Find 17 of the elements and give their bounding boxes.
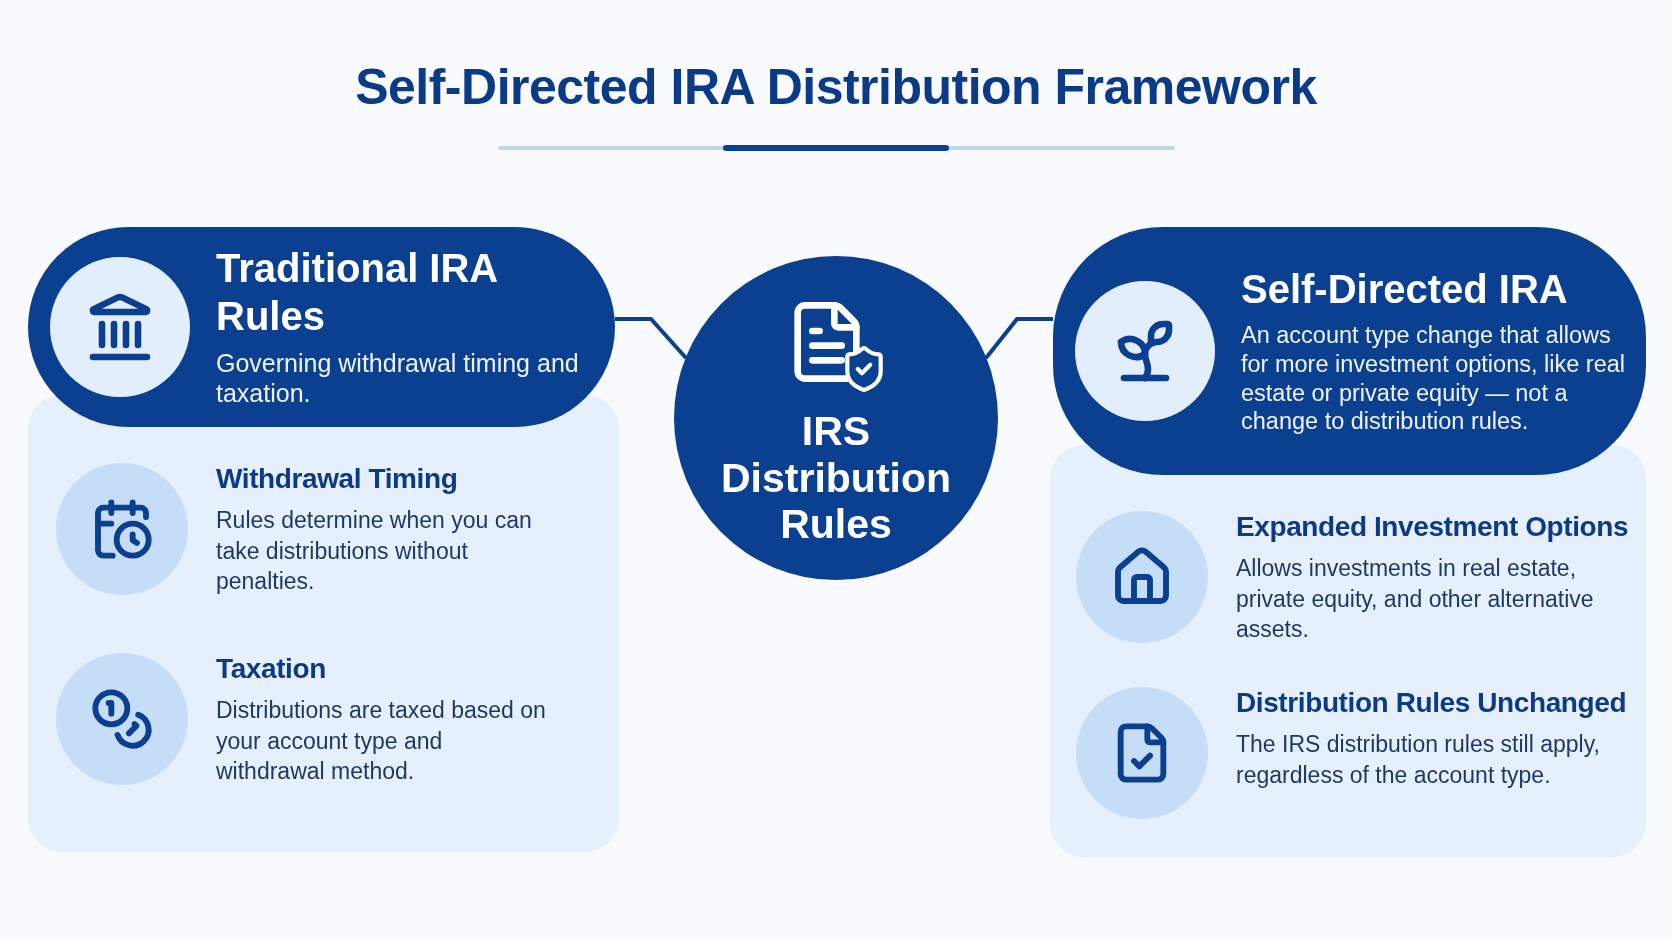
diagram-title: Self-Directed IRA Distribution Framework — [354, 58, 1318, 116]
panel-description: An account type change that allows for more investment options, like real estate or private equity — not a change to distribution rules. — [1241, 321, 1626, 436]
connector-line — [984, 317, 1053, 360]
connector-line — [615, 317, 688, 360]
item-heading: Distribution Rules Unchanged — [1236, 687, 1628, 719]
panel-heading: Traditional IRA Rules — [216, 245, 498, 340]
panel-heading: Self-Directed IRA — [1241, 266, 1569, 314]
item-description: Distributions are taxed based on your account type and withdrawal method. — [216, 696, 546, 787]
panel-description: Governing withdrawal timing and taxation. — [216, 347, 580, 409]
item-heading: Withdrawal Timing — [216, 463, 459, 495]
item-description: Rules determine when you can take distributions without penalties. — [216, 506, 533, 597]
item-description: Allows investments in real estate, private equity, and other alternative assets. — [1236, 554, 1595, 645]
center-heading: IRS Distribution Rules — [720, 407, 952, 549]
content-panel — [1050, 445, 1646, 857]
item-description: The IRS distribution rules still apply, regardless of the account type. — [1236, 730, 1601, 790]
item-heading: Expanded Investment Options — [1236, 511, 1630, 543]
item-heading: Taxation — [216, 653, 327, 685]
